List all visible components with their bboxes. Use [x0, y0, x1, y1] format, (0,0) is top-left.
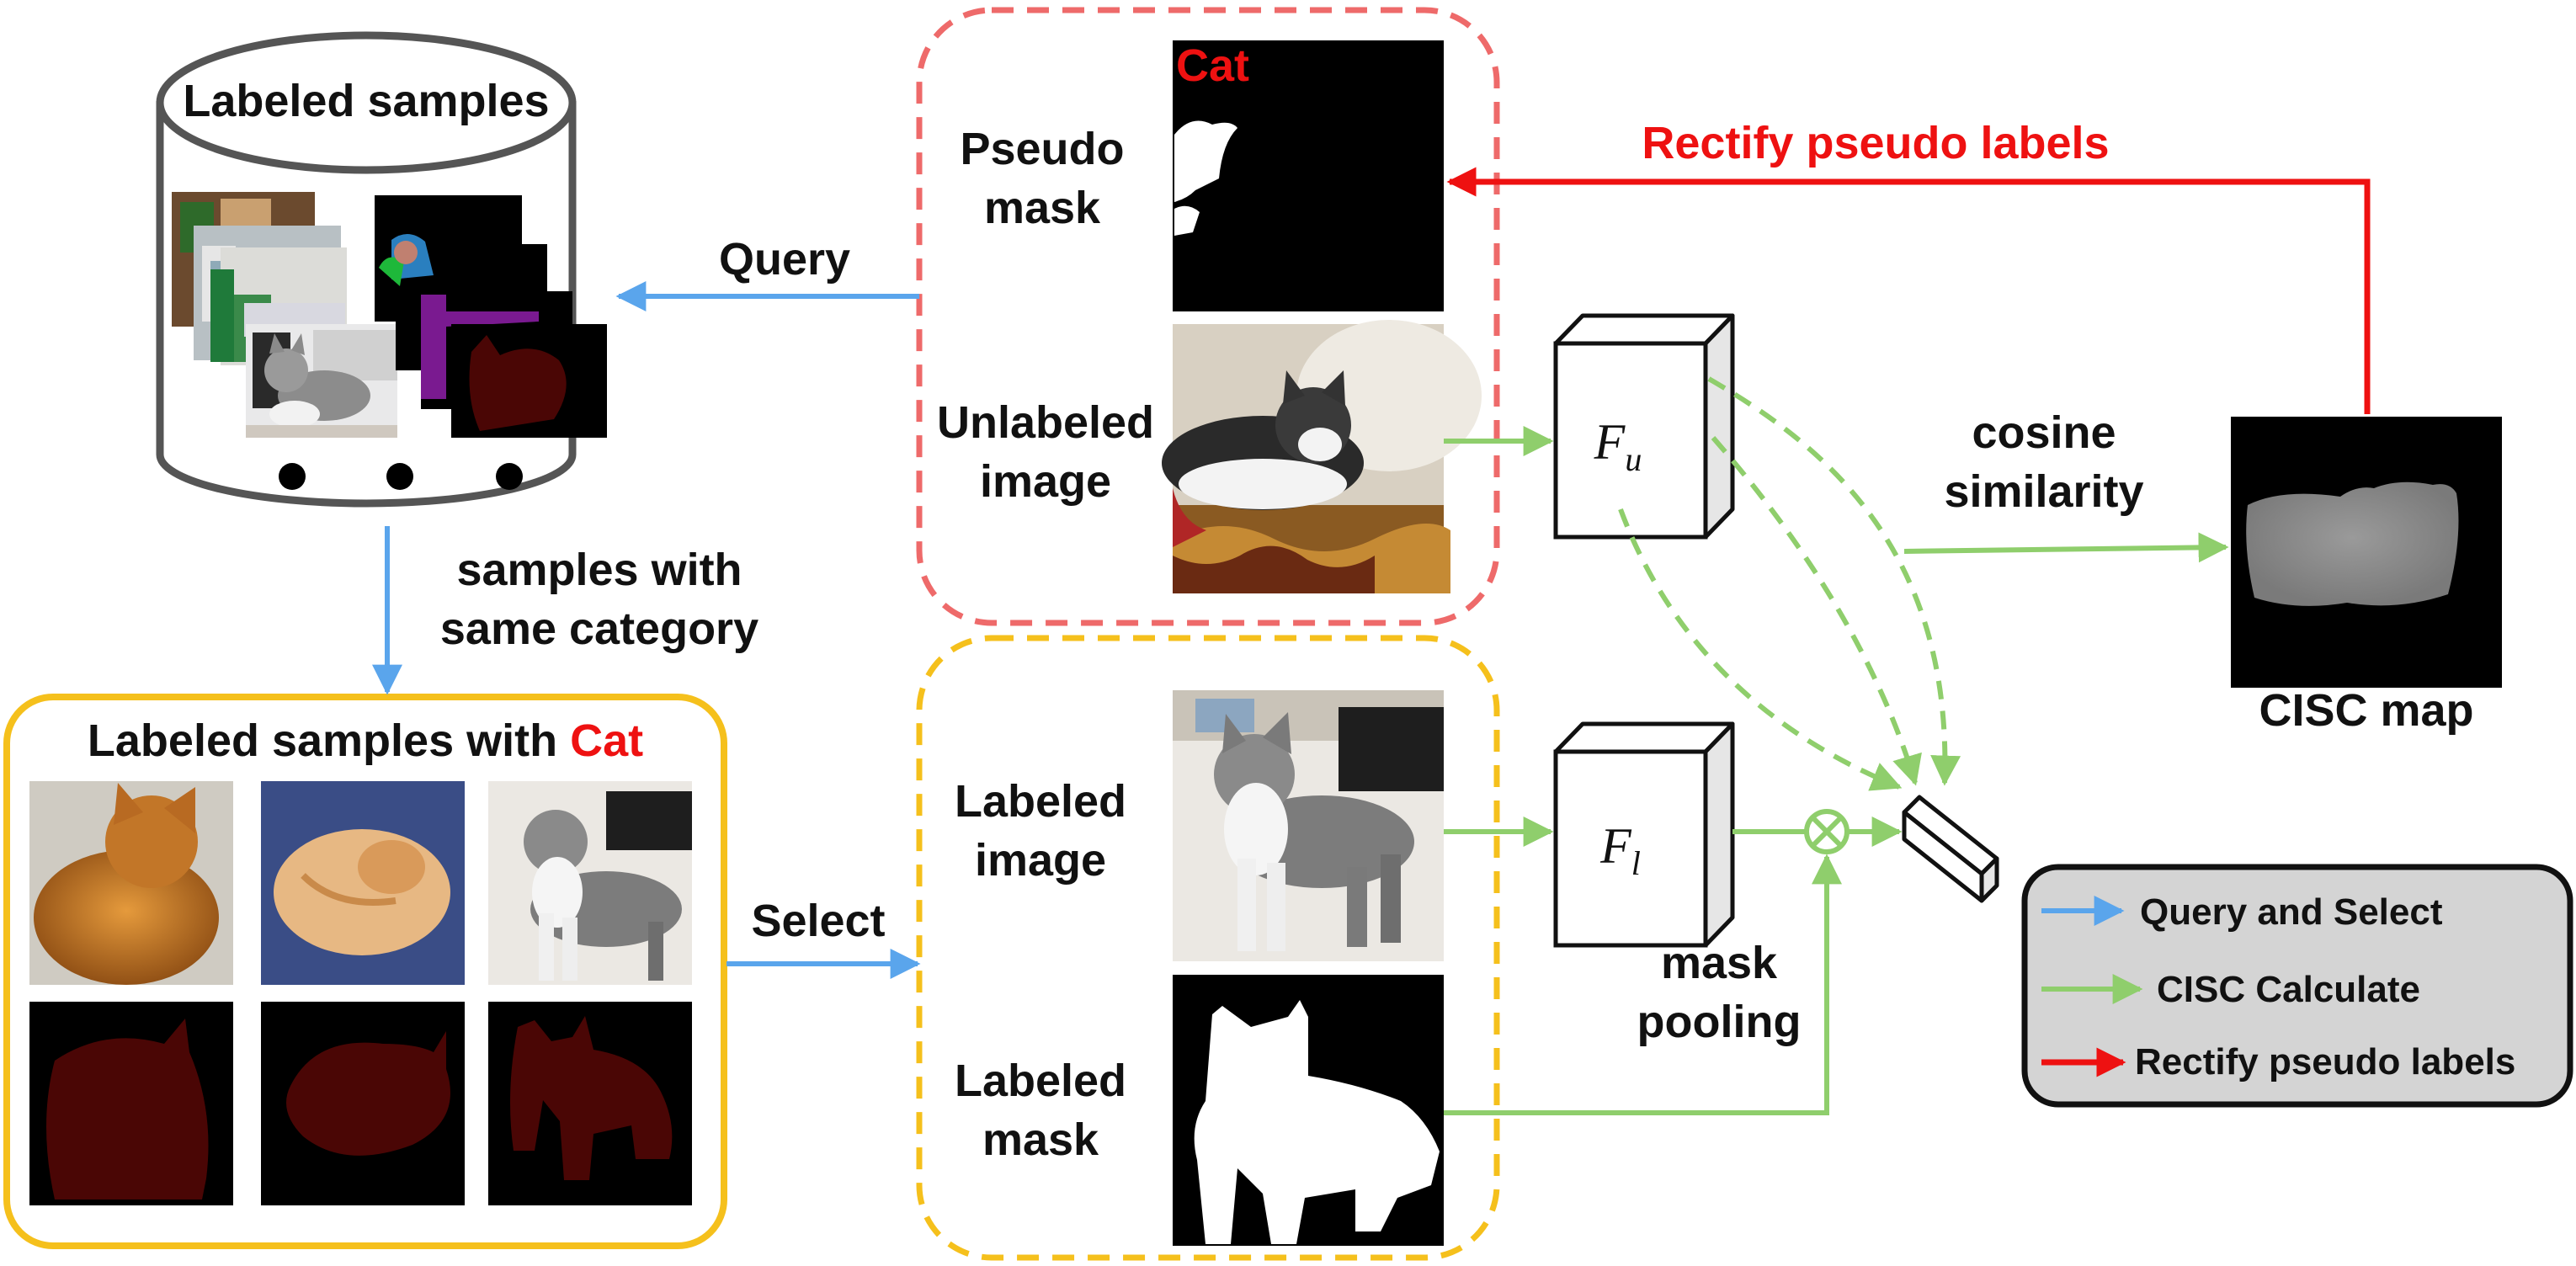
cosine-label-line2: similarity	[1944, 466, 2143, 517]
mask-pooling-label-line2: pooling	[1637, 997, 1802, 1047]
labeled-image-label-line2: image	[975, 835, 1106, 886]
cosine-similarity-arrow	[1903, 532, 2229, 563]
rectify-label: Rectify pseudo labels	[1642, 118, 2109, 168]
fu-label: Fu	[1594, 414, 1642, 478]
cat-photo-3	[488, 781, 692, 985]
cat-samples-title: Labeled samples with Cat	[88, 715, 643, 766]
sample-images-stack	[172, 192, 397, 438]
labeled-mask-image	[1173, 975, 1444, 1246]
fu-to-vector-dashed-1	[1707, 376, 1961, 786]
unlabeled-group: Pseudo mask Unlabeled image Cat	[916, 7, 1500, 626]
select-label: Select	[751, 896, 885, 946]
cisc-map-label: CISC map	[2259, 685, 2473, 736]
labeled-image-label-line1: Labeled	[955, 776, 1126, 827]
cat-samples-box: Labeled samples with Cat	[3, 694, 727, 1249]
cat-samples-title-highlight: Cat	[570, 715, 643, 766]
fl-label: Fl	[1599, 818, 1641, 882]
cisc-map: CISC map	[2231, 417, 2502, 736]
more-dot-3	[496, 463, 523, 490]
legend-item-cisc-calculate: CISC Calculate	[2157, 969, 2420, 1010]
multiply-operator-icon	[1804, 809, 1850, 854]
legend-item-rectify: Rectify pseudo labels	[2135, 1041, 2515, 1082]
cosine-label-line1: cosine	[1972, 407, 2116, 458]
feature-vector	[1902, 795, 1999, 903]
pseudo-mask-cat-tag: Cat	[1176, 40, 1249, 91]
cat-photo-2	[261, 781, 465, 985]
legend-frame	[2021, 864, 2573, 1108]
unlabeled-cat-image	[1162, 320, 1482, 593]
labeled-mask-label-line2: mask	[982, 1114, 1099, 1165]
labeled-samples-database: Labeled samples	[156, 31, 607, 508]
fu-to-vector-dashed-2	[1711, 436, 1922, 786]
cat-mask-1	[29, 1002, 233, 1205]
cat-mask-2	[261, 1002, 465, 1205]
cat-photo-1	[29, 781, 233, 985]
cat-mask-3	[488, 1002, 692, 1205]
legend-item-query-select: Query and Select	[2140, 891, 2443, 933]
more-dot-1	[279, 463, 306, 490]
cylinder-top	[156, 31, 577, 174]
mask-to-multiply-arrow	[1444, 854, 1842, 1115]
pseudo-mask-label-line1: Pseudo	[960, 124, 1124, 174]
rectify-arrow	[1446, 167, 2371, 414]
fu-to-vector-dashed-3	[1618, 508, 1903, 791]
query-label: Query	[719, 234, 850, 285]
fu-feature-block: Fu	[1553, 313, 1735, 540]
sample-masks-stack	[375, 195, 607, 438]
fl-feature-block: Fl	[1553, 721, 1735, 948]
same-category-label-line1: samples with	[456, 545, 742, 595]
labeled-group: Labeled image Labeled mask	[916, 635, 1500, 1261]
more-dot-2	[386, 463, 413, 490]
cat-samples-frame	[3, 694, 727, 1249]
unlabeled-image-label-line1: Unlabeled	[937, 397, 1154, 448]
unlabeled-image-label-line2: image	[980, 456, 1111, 507]
legend: Query and Select CISC Calculate Rectify …	[2021, 864, 2573, 1108]
labeled-samples-title: Labeled samples	[183, 76, 549, 126]
labeled-group-frame	[916, 635, 1500, 1261]
unlabeled-group-frame	[916, 7, 1500, 626]
labeled-cat-image	[1173, 690, 1444, 961]
same-category-label-line2: same category	[440, 604, 758, 654]
mask-pooling-label-line1: mask	[1661, 938, 1778, 988]
pseudo-mask-label-line2: mask	[984, 183, 1101, 233]
pseudo-mask-image: Cat	[1173, 40, 1444, 311]
labeled-mask-label-line1: Labeled	[955, 1056, 1126, 1106]
